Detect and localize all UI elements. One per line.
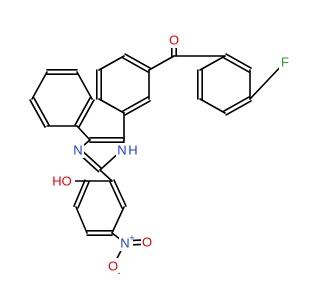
bond-line-16 bbox=[31, 71, 48, 100]
bond-line-42 bbox=[29, 99, 46, 128]
bond-line-35 bbox=[225, 100, 252, 116]
bond-line-34 bbox=[223, 96, 250, 112]
nitro-double-oxygen-label: O bbox=[142, 235, 152, 250]
bond-line-25 bbox=[122, 96, 149, 112]
bond-line-46 bbox=[78, 99, 95, 128]
bond-line-3 bbox=[148, 55, 175, 71]
fluorine-label: F bbox=[281, 55, 289, 70]
bond-line-20 bbox=[111, 206, 125, 234]
bond-line-37 bbox=[225, 53, 252, 69]
bond-line-36 bbox=[223, 57, 250, 73]
nitro-nitrogen-label: N bbox=[120, 236, 129, 251]
imidazole-nh-nitrogen-label: N bbox=[117, 143, 126, 158]
bond-line-28 bbox=[124, 53, 151, 69]
bond-layer bbox=[29, 39, 286, 267]
bond-line-49 bbox=[73, 179, 86, 207]
nitro-single-oxygen-label: O bbox=[108, 259, 118, 274]
bond-line-43 bbox=[33, 97, 50, 126]
imidazole-nh-hydrogen-label: H bbox=[128, 143, 137, 158]
bond-line-17 bbox=[76, 71, 93, 100]
bond-line-1 bbox=[98, 98, 125, 114]
bond-line-10 bbox=[76, 125, 91, 141]
bond-line-29 bbox=[122, 57, 149, 73]
imidazole-nitrogen-label: N bbox=[73, 143, 82, 158]
carbonyl-oxygen-label: O bbox=[169, 33, 179, 48]
bond-line-24 bbox=[124, 100, 151, 116]
bond-line-6 bbox=[199, 98, 226, 114]
nitro-oxygen-minus-charge: - bbox=[118, 268, 121, 278]
bond-line-52 bbox=[109, 181, 123, 209]
hydroxyl-label: HO bbox=[52, 174, 72, 189]
atom-label-layer: O F N N H HO N + O O - bbox=[51, 33, 291, 278]
bond-line-53 bbox=[113, 179, 127, 207]
bond-line-5 bbox=[199, 55, 226, 71]
bond-line-47 bbox=[74, 97, 91, 126]
bond-line-19 bbox=[75, 206, 88, 234]
bond-line-2 bbox=[98, 55, 125, 71]
bond-line-14 bbox=[99, 169, 113, 182]
molecule-structure-diagram: O F N N H HO N + O O - bbox=[29, 33, 291, 278]
nitro-nitrogen-plus-charge: + bbox=[129, 233, 134, 243]
bond-line-48 bbox=[77, 181, 90, 209]
